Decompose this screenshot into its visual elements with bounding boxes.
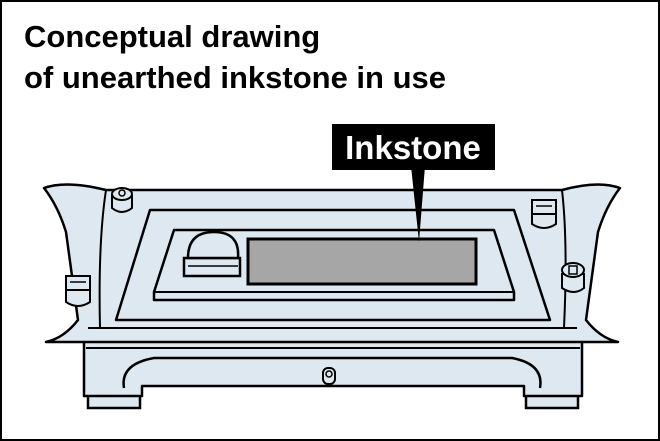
inkstone [246,237,478,286]
title-line-1: Conceptual drawing [24,19,321,54]
callout-label-box [332,124,495,170]
title-line-2: of unearthed inkstone in use [24,60,446,95]
right-scroll-edge [561,189,567,329]
drawer-knob [322,367,336,385]
diagram-title: Conceptual drawing of unearthed inkstone… [24,16,446,98]
left-back-knob [111,187,133,213]
right-back-knob [531,199,557,229]
water-dropper [182,230,242,278]
left-front-knob [65,275,91,307]
callout-pointer [411,166,425,242]
apron-arch [122,356,542,389]
left-scroll-edge [98,189,107,329]
right-front-knob [561,262,585,293]
table-apron [82,332,584,398]
callout-label: Inkstone [345,129,481,166]
